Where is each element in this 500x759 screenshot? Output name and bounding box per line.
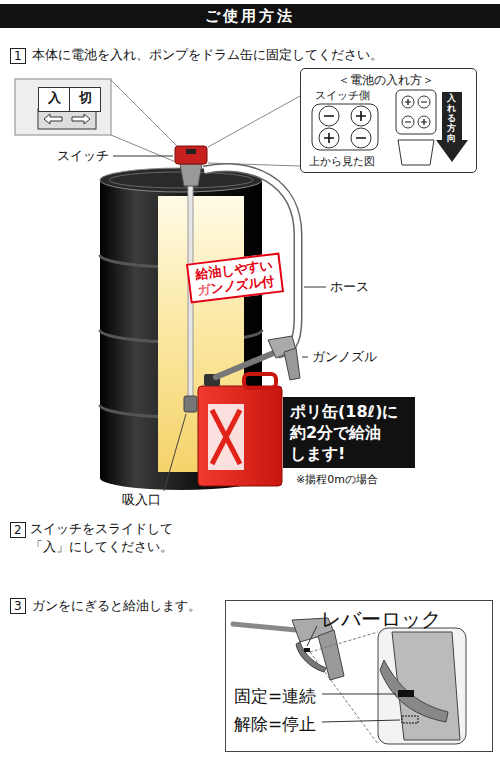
part-label: レバーロック: [321, 606, 441, 633]
label-slot: ガンノズル: [312, 349, 377, 365]
inset-caption: スイッチ側: [315, 88, 370, 103]
lock-fixed: [398, 690, 414, 697]
label-slot: ガンをにぎると給油します。: [32, 598, 201, 614]
zoom-frame: [378, 628, 466, 744]
leader-line: [113, 156, 173, 157]
drum-body: [100, 180, 262, 490]
step-number: 1: [10, 48, 26, 64]
direction-label: 入れる方向: [447, 94, 456, 143]
state-note: 解除=停止: [234, 713, 316, 736]
switch-slot: [186, 149, 196, 154]
part-label: ガンノズル: [312, 349, 377, 365]
switch-panel: 入切: [38, 87, 101, 112]
battery-pack: [396, 90, 436, 134]
label-slot: 本体に電池を入れ、ポンプをドラム缶に固定してください。: [32, 47, 383, 63]
leader-line: [304, 287, 326, 288]
intake: [184, 396, 197, 412]
step-instruction: スイッチをスライドして 「入」にしてください。: [30, 520, 186, 556]
step-instruction: ガンをにぎると給油します。: [32, 598, 201, 614]
step-number: 2: [10, 522, 26, 538]
nozzle-tube: [216, 352, 276, 377]
title-text: ご使用方法: [0, 4, 500, 28]
footnote: ※揚程0mの場合: [296, 472, 378, 488]
inset-line: [208, 96, 300, 147]
can-label: [208, 404, 244, 470]
can-mark: [212, 410, 240, 464]
label-slot: ※揚程0mの場合: [296, 472, 378, 488]
label-slot: スイッチをスライドして 「入」にしてください。: [30, 520, 186, 556]
direction-arrow: [436, 92, 468, 162]
text-slot: 上から見た図: [309, 154, 375, 169]
inset-line: [111, 80, 178, 147]
battery-holder: [312, 104, 378, 150]
spec-callout: ポリ缶(18ℓ)に 約2分で給油 します!: [283, 397, 415, 468]
step-number: 3: [10, 598, 26, 614]
label-slot: 入れる方向: [447, 94, 456, 143]
badge-text: 給油しやすい ガンノズル付: [193, 257, 276, 299]
step-number: 3: [14, 599, 22, 613]
leader-line: [307, 626, 317, 646]
poly-can: [198, 386, 282, 486]
step-number: 2: [14, 523, 22, 537]
text-slot: ＜電池の入れ方＞: [301, 72, 471, 89]
pump-switch: [175, 146, 207, 164]
pump-body: [180, 164, 202, 186]
can-handle: [244, 374, 276, 388]
pump-head-outline: [398, 140, 434, 165]
switch-off-label: 切: [70, 88, 100, 111]
step-instruction: 本体に電池を入れ、ポンプをドラム缶に固定してください。: [32, 47, 383, 63]
drum-rim: [109, 172, 253, 188]
polarity-symbol: [324, 111, 366, 143]
step-number: 1: [14, 49, 22, 63]
gun-lever: [296, 642, 326, 672]
leader-line: [302, 357, 308, 358]
text-slot: スイッチ側: [315, 88, 370, 103]
switch-slider: [38, 109, 96, 129]
inset-line: [111, 135, 178, 163]
title-band: ご使用方法: [0, 4, 500, 28]
text-slot: レバーロック: [321, 606, 441, 633]
gun-handle: [318, 630, 344, 680]
label-slot: スイッチ: [57, 148, 109, 164]
leader-line: [322, 720, 400, 722]
part-label: スイッチ: [57, 148, 109, 164]
text-slot: 固定=連続: [234, 685, 316, 708]
lever-lock: [304, 648, 310, 652]
label-slot: 吸入口: [122, 492, 161, 508]
lever-lock-inset: レバーロック固定=連続解除=停止: [225, 600, 493, 752]
callout-text: ポリ缶(18ℓ)に 約2分で給油 します!: [290, 401, 408, 464]
part-label: ホース: [330, 279, 369, 295]
state-note: 固定=連続: [234, 685, 316, 708]
zoom-lever: [380, 660, 448, 722]
text-slot: 解除=停止: [234, 713, 316, 736]
zoom-line: [310, 632, 378, 652]
leader-line: [322, 694, 396, 695]
lock-released: [402, 716, 418, 723]
arrow-right: [72, 114, 90, 124]
arrow-left: [44, 114, 62, 124]
inset-title: ＜電池の入れ方＞: [301, 72, 471, 89]
polarity-symbol: [405, 99, 427, 125]
label-slot: ホース: [330, 279, 369, 295]
gun-handle: [284, 348, 300, 380]
switch-on-label: 入: [39, 88, 70, 111]
gun-nozzle: [233, 624, 296, 630]
part-label: 吸入口: [122, 492, 161, 508]
switch-inset-frame: [15, 79, 111, 135]
inset-caption: 上から見た図: [309, 154, 375, 169]
zoom-line: [310, 652, 378, 744]
leader-line: [164, 414, 186, 491]
